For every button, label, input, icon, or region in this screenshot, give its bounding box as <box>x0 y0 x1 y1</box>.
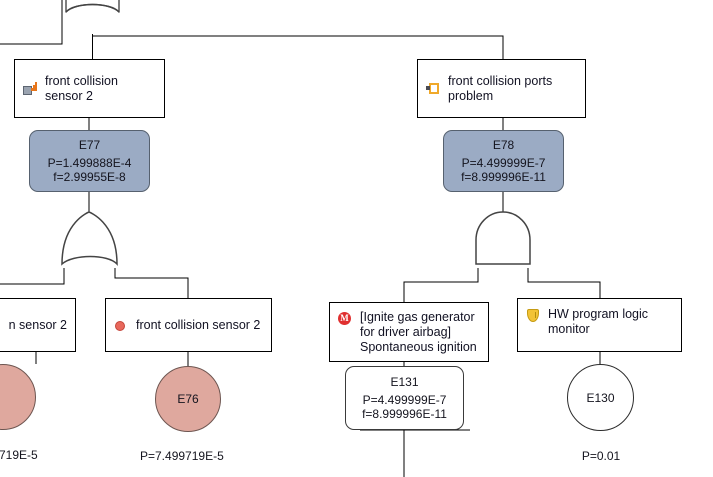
event-box-label: front collision sensor 2 <box>45 73 118 103</box>
node-probability: P=4.499999E-7 <box>362 393 447 407</box>
sensor-icon <box>23 81 38 96</box>
basic-event-circle-e130[interactable]: E130 <box>567 364 634 431</box>
event-box-label: [Ignite gas generator for driver airbag]… <box>360 310 477 354</box>
node-frequency: f=8.999996E-11 <box>461 170 546 184</box>
event-box-hw-program-logic-monitor[interactable]: HW program logic monitor <box>517 298 682 352</box>
node-frequency: f=8.999996E-11 <box>362 407 447 421</box>
event-box-label: front collision sensor 2 <box>136 317 261 332</box>
basic-event-id: E76 <box>177 392 199 406</box>
basic-event-circle-e76[interactable]: E76 <box>155 366 221 432</box>
node-probability: P=4.499999E-7 <box>461 156 546 170</box>
event-box-label: HW program logic monitor <box>548 307 649 336</box>
shield-icon <box>526 307 541 322</box>
event-box-front-collision-sensor-2-basic[interactable]: front collision sensor 2 <box>105 298 272 352</box>
basic-event-probability: P=0.01 <box>581 449 621 463</box>
event-box-front-collision-sensor-2-left[interactable]: front collision sensor 2 <box>14 59 165 118</box>
node-id: E131 <box>390 375 419 389</box>
basic-event-values-e76: P=7.499719E-5 f=1.499888E-8 <box>140 434 270 477</box>
event-box-collision-sensor-2-clipped[interactable]: n sensor 2 <box>0 298 76 352</box>
basic-event-circle-clipped[interactable] <box>0 364 36 430</box>
node-id: E78 <box>492 138 515 152</box>
basic-event-values-clipped: 719E-5 88E-8 <box>0 433 79 477</box>
node-id: E77 <box>78 138 101 152</box>
m-marker-icon: M <box>338 310 353 325</box>
gate-node-e78[interactable]: E78 P=4.499999E-7 f=8.999996E-11 <box>443 130 564 192</box>
port-icon <box>426 81 441 96</box>
basic-event-probability: P=7.499719E-5 <box>140 449 224 463</box>
red-dot-icon <box>114 318 129 333</box>
gate-node-e131[interactable]: E131 P=4.499999E-7 f=8.999996E-11 <box>345 366 464 430</box>
event-box-label: n sensor 2 <box>8 317 67 332</box>
basic-event-probability: 719E-5 <box>0 448 38 462</box>
gate-top-or <box>65 0 120 13</box>
node-probability: P=1.499888E-4 <box>47 156 132 170</box>
basic-event-values-e130: P=0.01 f=0.0 <box>555 434 647 477</box>
gate-node-e77[interactable]: E77 P=1.499888E-4 f=2.99955E-8 <box>29 130 150 192</box>
gate-left-or <box>61 211 118 266</box>
basic-event-id: E130 <box>586 390 615 405</box>
gate-right-and <box>475 211 531 265</box>
event-box-ignite-gas-generator[interactable]: M [Ignite gas generator for driver airba… <box>329 302 489 362</box>
node-frequency: f=2.99955E-8 <box>53 170 126 184</box>
event-box-label: front collision ports problem <box>448 73 553 103</box>
event-box-front-collision-ports-problem[interactable]: front collision ports problem <box>417 59 586 118</box>
